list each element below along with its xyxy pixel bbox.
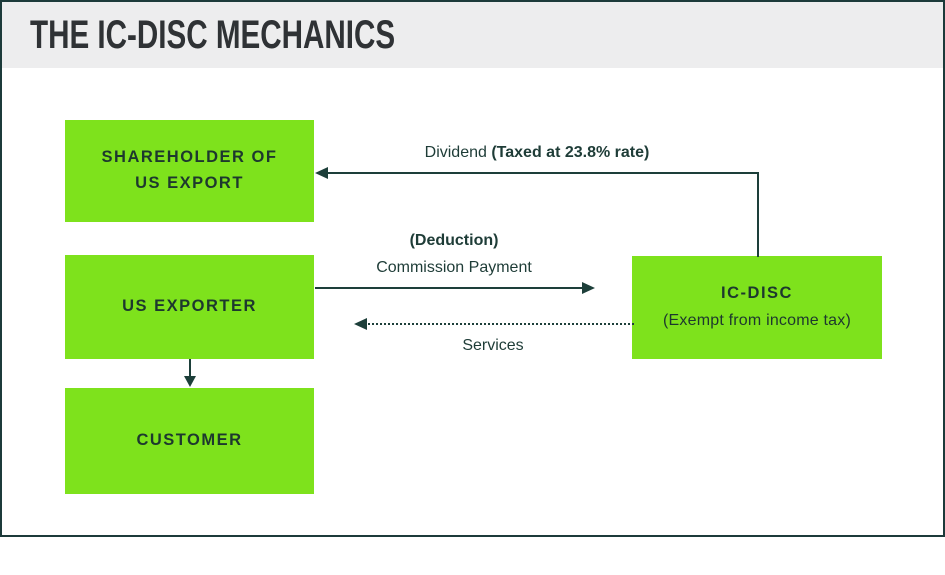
dividend-label-normal: Dividend xyxy=(424,144,492,161)
box-us-exporter: US EXPORTER xyxy=(65,255,314,359)
page-title: THE IC-DISC MECHANICS xyxy=(30,12,396,57)
services-arrow-dotted-line xyxy=(364,323,634,325)
exporter-to-customer-arrowhead-icon xyxy=(184,376,196,387)
diagram-frame: THE IC-DISC MECHANICS SHAREHOLDER OF US … xyxy=(0,0,945,537)
dividend-arrowhead-icon xyxy=(315,167,328,179)
box-label-line1: SHAREHOLDER OF xyxy=(101,148,278,167)
services-label: Services xyxy=(462,337,524,354)
box-label: IC-DISC xyxy=(721,284,793,303)
box-customer: CUSTOMER xyxy=(65,388,314,494)
box-sublabel: (Exempt from income tax) xyxy=(663,311,851,329)
commission-arrowhead-icon xyxy=(582,282,595,294)
services-arrowhead-icon xyxy=(354,318,367,330)
exporter-to-customer-line xyxy=(189,359,191,378)
dividend-arrow-vertical xyxy=(757,173,759,257)
box-label-line2: US EXPORT xyxy=(135,174,244,192)
box-label: US EXPORTER xyxy=(122,297,257,316)
dividend-label: Dividend (Taxed at 23.8% rate) xyxy=(362,144,712,162)
deduction-label: (Deduction) xyxy=(409,232,499,249)
commission-arrow-line xyxy=(315,287,584,289)
box-ic-disc: IC-DISC (Exempt from income tax) xyxy=(632,256,882,359)
header-bar: THE IC-DISC MECHANICS xyxy=(2,2,943,68)
dividend-arrow-line xyxy=(326,172,759,174)
dividend-label-bold: (Taxed at 23.8% rate) xyxy=(491,144,650,161)
box-shareholder-of-us-export: SHAREHOLDER OF US EXPORT xyxy=(65,120,314,222)
commission-payment-label: Commission Payment xyxy=(376,259,532,276)
box-label: CUSTOMER xyxy=(136,431,243,450)
